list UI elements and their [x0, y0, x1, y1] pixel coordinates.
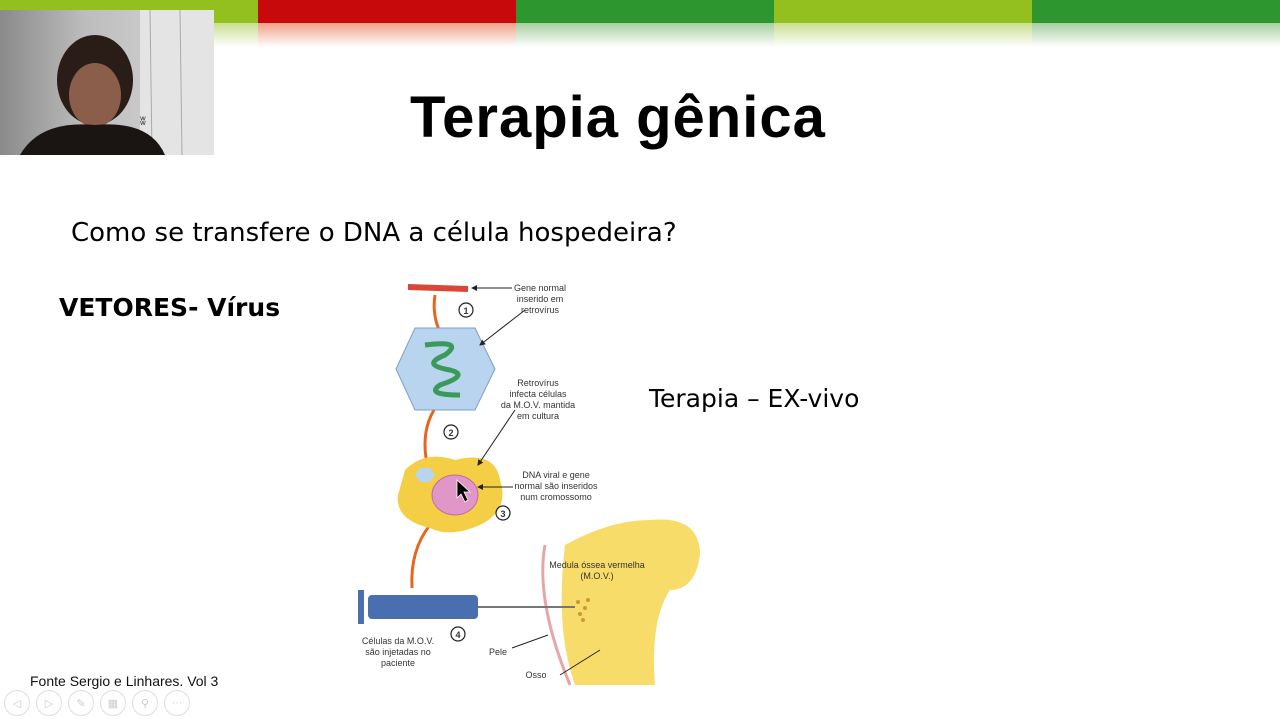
label-2: da M.O.V. mantida	[501, 400, 575, 410]
bone-label: Osso	[525, 670, 546, 680]
label-2: Retrovírus	[517, 378, 559, 388]
more-icon[interactable]: ···	[164, 690, 190, 716]
webcam-video: ʬ	[0, 10, 214, 155]
label-3: normal são inseridos	[514, 481, 598, 491]
skin-label: Pele	[489, 647, 507, 657]
label-3: DNA viral e gene	[522, 470, 590, 480]
step-number: 3	[500, 509, 505, 519]
svg-text:ʬ: ʬ	[140, 114, 146, 128]
vectors-text: VETORES- Vírus	[59, 293, 281, 322]
source-citation: Fonte Sergio e Linhares. Vol 3	[30, 673, 219, 689]
next-icon[interactable]: ▷	[36, 690, 62, 716]
slide-title: Terapia gênica	[410, 85, 826, 150]
mouse-cursor-icon	[456, 479, 472, 503]
therapy-type-text: Terapia – EX-vivo	[649, 384, 860, 413]
step-number: 4	[455, 630, 460, 640]
label-2: infecta células	[509, 389, 567, 399]
label-1: retrovírus	[521, 305, 560, 315]
label-2: em cultura	[517, 411, 559, 421]
gene-segment	[408, 284, 468, 292]
question-text: Como se transfere o DNA a célula hospede…	[71, 218, 677, 248]
marrow-label: Medula óssea vermelha	[549, 560, 645, 570]
step-number: 2	[448, 428, 453, 438]
slideshow-controls: ◁ ▷ ✎ ▦ ⚲ ···	[4, 690, 190, 716]
label-4: paciente	[381, 658, 415, 668]
label-1: inserido em	[517, 294, 564, 304]
label-3: num cromossomo	[520, 492, 592, 502]
pen-icon[interactable]: ✎	[68, 690, 94, 716]
label-4: são injetadas no	[365, 647, 431, 657]
previous-icon[interactable]: ◁	[4, 690, 30, 716]
zoom-icon[interactable]: ⚲	[132, 690, 158, 716]
bone-icon	[561, 519, 700, 685]
label-1: Gene normal	[514, 283, 566, 293]
syringe-icon	[368, 595, 478, 619]
slides-icon[interactable]: ▦	[100, 690, 126, 716]
marrow-label: (M.O.V.)	[580, 571, 613, 581]
step-number: 1	[463, 306, 468, 316]
label-4: Células da M.O.V.	[362, 636, 434, 646]
gene-therapy-diagram: 1 2 3 4 Gene normal inserido em retrovír…	[358, 283, 700, 686]
